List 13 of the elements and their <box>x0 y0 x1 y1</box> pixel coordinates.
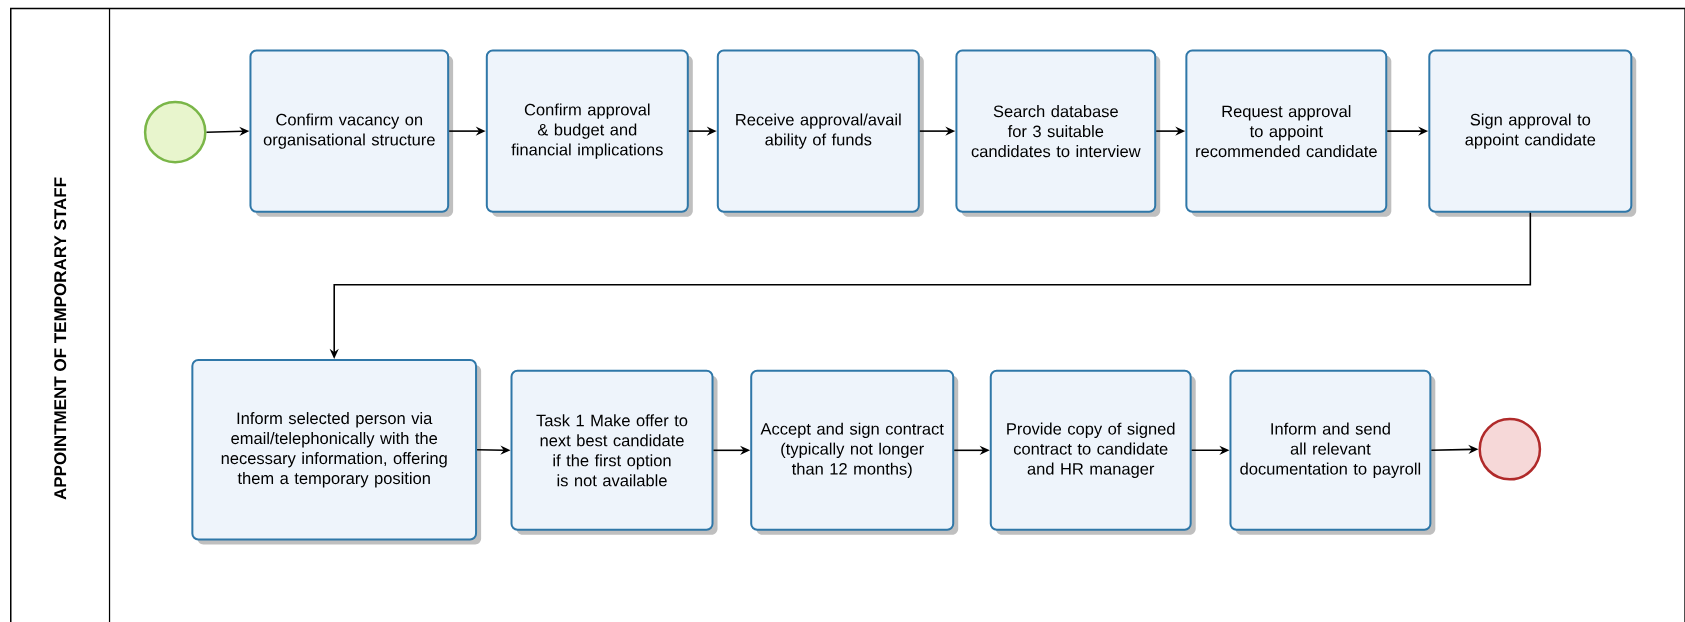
task-box: Accept and sign contract (typically not longer than 12 months) <box>750 369 959 535</box>
task-box: Confirm vacancy on organisational structure <box>249 49 454 217</box>
task-box: Confirm approval & budget and financial implications <box>485 49 693 217</box>
task-box: Receive approval/avail ability of funds <box>716 49 924 217</box>
task-box: Sign approval to appoint candidate <box>1428 49 1637 217</box>
task-box: Task 1 Make offer to next best candidate if the first option is not available <box>510 369 718 535</box>
task-box: Inform and send all relevant documentation to payroll <box>1229 369 1436 535</box>
task-box: Provide copy of signed contract to candidate and HR manager <box>989 369 1196 535</box>
task-box: Inform selected person via email/telephonically with the necessary information, offering them a temporary position <box>191 358 482 545</box>
start-event-circle <box>143 100 207 164</box>
task-box: Request approval to appoint recommended candidate <box>1185 49 1392 217</box>
end-event-circle <box>1478 417 1542 481</box>
task-box: Search database for 3 suitable candidates to interview <box>955 49 1161 217</box>
